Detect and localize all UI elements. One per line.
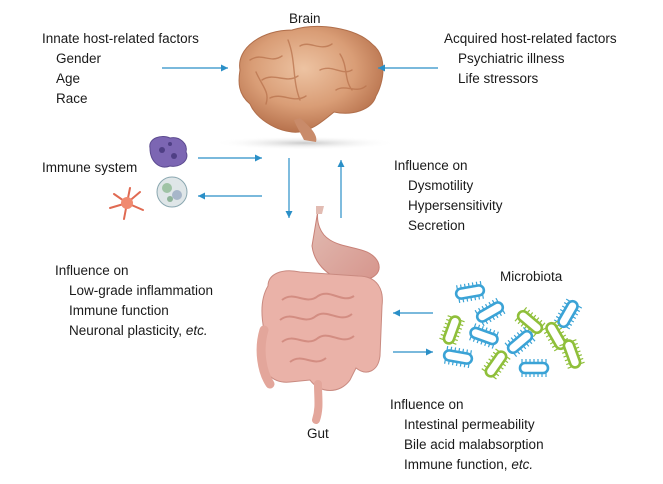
immune-cells-illustration xyxy=(109,135,188,220)
bacterium xyxy=(474,297,506,327)
bacteria-illustration xyxy=(439,280,585,380)
microbiota-to-gut-block: Influence on Intestinal permeability Bil… xyxy=(390,395,544,475)
brain-to-gut-item: Hypersensitivity xyxy=(408,198,503,213)
innate-factors-block: Innate host-related factors Gender Age R… xyxy=(42,29,199,109)
immune-system-label: Immune system xyxy=(42,160,138,175)
bacterium xyxy=(553,298,583,330)
bacterium xyxy=(439,315,465,345)
microbiota-label: Microbiota xyxy=(500,269,563,284)
brain-to-gut-title: Influence on xyxy=(394,158,468,173)
acquired-factors-block: Acquired host-related factors Psychiatri… xyxy=(444,29,617,89)
gut-illustration xyxy=(256,206,383,424)
bacterium xyxy=(518,359,550,377)
brain-to-gut-item: Dysmotility xyxy=(408,178,474,193)
microbiota-to-gut-item: Intestinal permeability xyxy=(404,417,535,432)
gut-to-immune-block: Influence on Low-grade inflammation Immu… xyxy=(55,261,213,341)
acquired-item: Psychiatric illness xyxy=(458,51,565,66)
bacterium xyxy=(469,323,499,349)
microbiota-to-gut-item: Bile acid malabsorption xyxy=(404,437,544,452)
microbiota-to-gut-item-last: Immune function, etc. xyxy=(404,457,534,472)
innate-item: Race xyxy=(56,91,88,106)
microbiota-to-gut-title: Influence on xyxy=(390,397,464,412)
bacterium xyxy=(504,327,536,357)
gut-label: Gut xyxy=(307,426,329,441)
acquired-factors-title: Acquired host-related factors xyxy=(444,31,617,46)
gut-to-immune-item: Immune function xyxy=(69,303,169,318)
gut-to-immune-title: Influence on xyxy=(55,263,129,278)
innate-item: Age xyxy=(56,71,81,86)
arrows xyxy=(162,64,438,356)
innate-factors-title: Innate host-related factors xyxy=(42,31,199,46)
brain-illustration xyxy=(213,25,397,150)
bacterium xyxy=(454,280,486,304)
innate-item: Gender xyxy=(56,51,102,66)
brain-to-gut-block: Influence on Dysmotility Hypersensitivit… xyxy=(394,156,503,236)
bacterium xyxy=(442,345,474,369)
brain-to-gut-item: Secretion xyxy=(408,218,466,233)
gut-to-immune-item: Low-grade inflammation xyxy=(69,283,214,298)
bacterium xyxy=(514,307,546,337)
gut-to-immune-item-last: Neuronal plasticity, etc. xyxy=(69,323,208,338)
bacterium xyxy=(559,339,585,369)
brain-label: Brain xyxy=(289,11,321,26)
acquired-item: Life stressors xyxy=(458,71,539,86)
bacterium xyxy=(481,348,511,380)
